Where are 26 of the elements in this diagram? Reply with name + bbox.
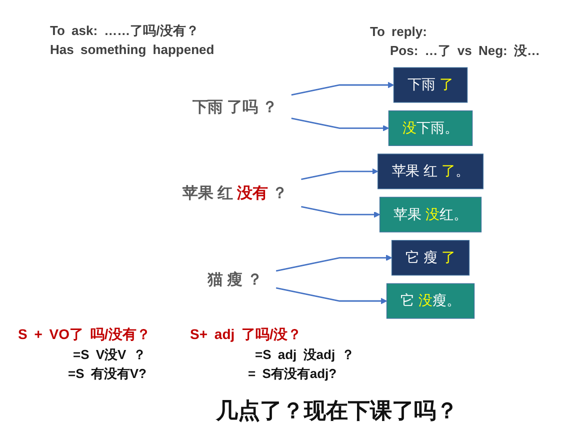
- node-text: 苹果 红 没有 ？: [182, 184, 288, 202]
- pattern-text: =S V没V ？: [73, 346, 146, 364]
- pattern-text: =S adj 没adj ？: [255, 346, 355, 364]
- node-box: 苹果 没红。: [380, 196, 482, 232]
- node-text: 下雨 了吗 ？: [192, 98, 278, 116]
- arrow: [291, 118, 390, 132]
- node-box: 苹果 红 了。: [378, 154, 484, 190]
- arrow: [301, 168, 378, 180]
- pattern-text: = S有没有adj?: [248, 365, 337, 383]
- example-sentence: 几点了？现在下课了吗？: [216, 397, 458, 425]
- node-box: 没下雨。: [388, 110, 473, 146]
- node-box: 下雨 了: [394, 67, 468, 103]
- pattern-text: Pos: …了 vs Neg: 没…: [390, 42, 540, 60]
- pattern-text: S + VO了 吗/没有？: [18, 326, 150, 344]
- prompt-text: To reply:: [370, 24, 427, 39]
- arrow: [301, 206, 380, 218]
- node-box: 它 瘦 了: [392, 240, 470, 276]
- arrow: [276, 287, 388, 304]
- node-box: 它 没瘦。: [386, 283, 475, 319]
- prompt-text: To ask: ……了吗/没有？: [50, 22, 199, 40]
- pattern-text: S+ adj 了吗/没？: [190, 326, 302, 344]
- pattern-text: =S 有没有V?: [68, 365, 146, 383]
- arrow: [291, 82, 394, 96]
- arrow: [276, 254, 392, 272]
- node-text: 猫 瘦 ？: [208, 270, 262, 288]
- gloss-text: Has something happened: [50, 42, 214, 57]
